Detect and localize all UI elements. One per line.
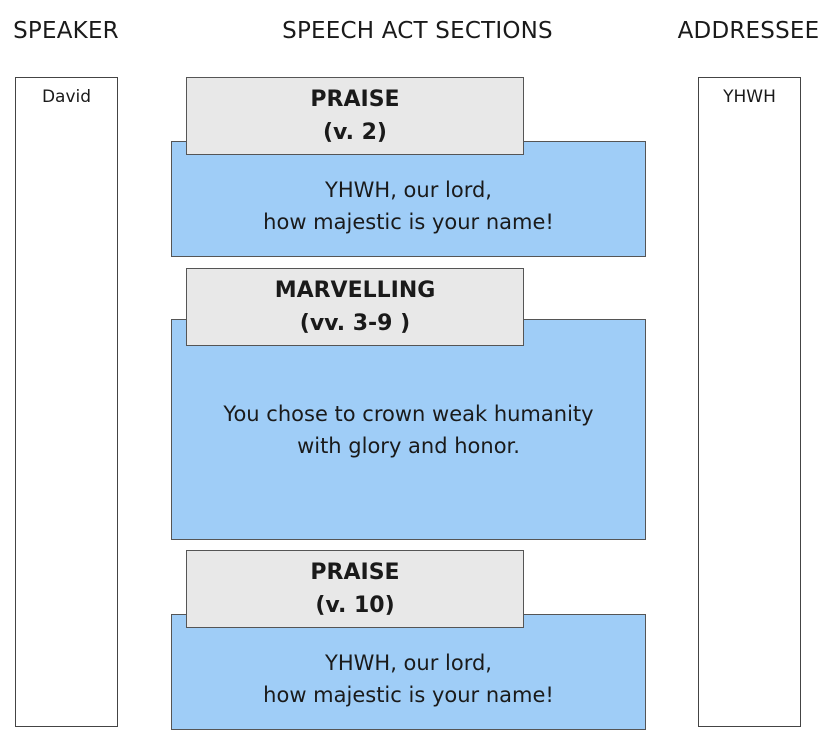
section-content-line: with glory and honor. (297, 433, 520, 458)
section-praise-1-label: PRAISE (v. 2) (186, 77, 524, 155)
section-title: PRAISE (310, 87, 400, 112)
section-content-line: YHWH, our lord, (325, 178, 492, 202)
section-praise-1-content: YHWH, our lord, how majestic is your nam… (171, 141, 646, 257)
section-content-line: You chose to crown weak humanity (223, 401, 594, 426)
addressee-name: YHWH (723, 87, 776, 107)
section-marvelling-label: MARVELLING (vv. 3-9 ) (186, 268, 524, 346)
addressee-column-header: ADDRESSEE (677, 18, 820, 44)
speaker-column-header: SPEAKER (13, 18, 119, 44)
section-verses: (v. 2) (323, 120, 387, 145)
sections-column-header: SPEECH ACT SECTIONS (282, 18, 553, 44)
section-verses: (v. 10) (315, 593, 395, 618)
section-title: PRAISE (310, 560, 400, 585)
section-title: MARVELLING (274, 278, 436, 303)
section-praise-2-content: YHWH, our lord, how majestic is your nam… (171, 614, 646, 730)
section-content-line: YHWH, our lord, (325, 651, 492, 675)
section-marvelling-content: You chose to crown weak humanity with gl… (171, 319, 646, 540)
section-content-line: how majestic is your name! (263, 210, 554, 234)
section-praise-2-label: PRAISE (v. 10) (186, 550, 524, 628)
section-verses: (vv. 3-9 ) (299, 311, 411, 336)
speaker-name: David (41, 87, 92, 107)
section-content-line: how majestic is your name! (263, 683, 554, 707)
speaker-box: David (15, 77, 118, 727)
addressee-box: YHWH (698, 77, 801, 727)
